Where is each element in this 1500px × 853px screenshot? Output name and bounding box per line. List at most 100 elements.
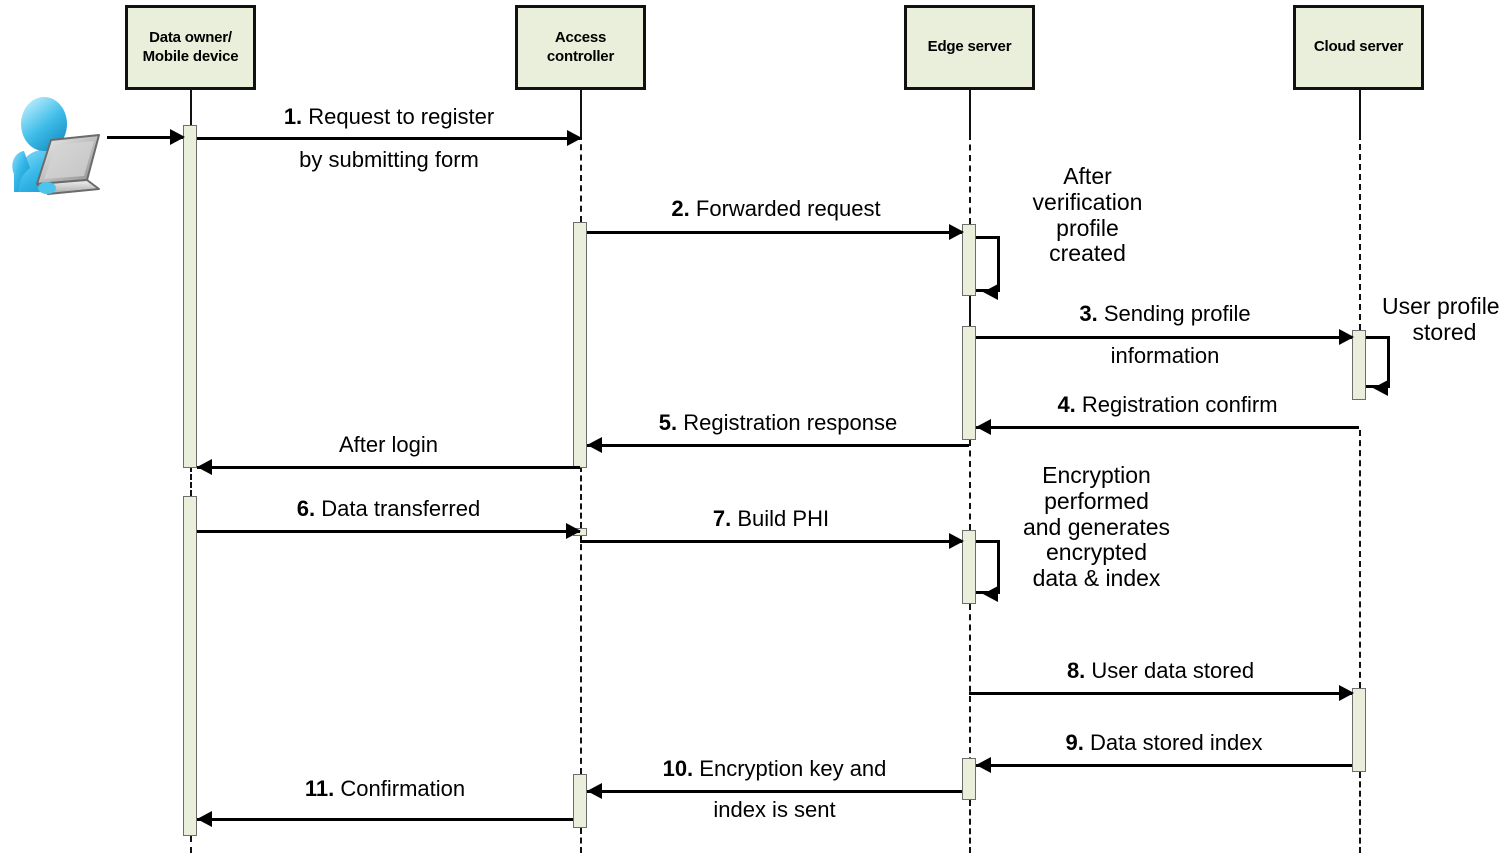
arrowhead-left: [983, 586, 998, 602]
lifeline-data-owner-gap: [190, 466, 192, 496]
message-10-line: [587, 790, 962, 793]
activation-edge-server-4: [962, 758, 976, 800]
lifeline-edge-server-seg2: [969, 296, 971, 326]
message-2-label: 2. Forwarded request: [590, 196, 962, 223]
message-1-label-line2: by submitting form: [299, 147, 479, 172]
note-line: verification: [1032, 188, 1143, 215]
message-5-text: Registration response: [683, 410, 898, 435]
message-8-line: [969, 692, 1352, 695]
message-10-label: 10. Encryption key and: [587, 756, 962, 783]
lifeline-cloud-server-head: [1359, 90, 1361, 134]
participant-label-line1: Edge server: [927, 38, 1012, 56]
arrowhead-right: [949, 224, 964, 240]
message-7-line: [580, 540, 962, 543]
lifeline-data-owner-tail: [190, 836, 192, 853]
arrowhead-left: [976, 757, 991, 773]
participant-box-cloud-server[interactable]: Cloud server: [1293, 5, 1424, 90]
message-2-text: Forwarded request: [695, 196, 881, 221]
message-7-label: 7. Build PHI: [580, 506, 962, 533]
lifeline-edge-server-seg1: [969, 134, 971, 224]
activation-access-controller-1: [573, 222, 587, 468]
note-line: User profile: [1382, 293, 1500, 319]
message-3-label-line2: information: [1110, 343, 1220, 368]
note-encryption: Encryption performed and generates encry…: [1000, 462, 1193, 592]
lifeline-access-controller-seg1: [580, 134, 582, 222]
lifeline-cloud-server-seg2: [1359, 430, 1361, 688]
activation-data-owner-1: [183, 125, 197, 468]
message-2-number: 2.: [671, 196, 690, 221]
note-line: Encryption: [1042, 462, 1151, 488]
message-11-number: 11.: [304, 776, 335, 801]
message-8-label: 8. User data stored: [969, 658, 1352, 685]
message-1-text: Request to register: [308, 104, 495, 129]
note-line: created: [1049, 240, 1126, 267]
message-4-number: 4.: [1057, 392, 1076, 417]
message-3-line: [976, 336, 1352, 339]
arrowhead-left: [587, 783, 602, 799]
participant-label-line1: Data owner/: [149, 29, 232, 47]
message-after-login-label: After login: [338, 432, 439, 457]
participant-box-data-owner[interactable]: Data owner/ Mobile device: [125, 5, 256, 90]
activation-data-owner-2: [183, 496, 197, 836]
message-9-line: [976, 764, 1352, 767]
activation-edge-server-1: [962, 224, 976, 296]
message-11-label: 11. Confirmation: [197, 776, 573, 803]
note-line: data & index: [1032, 565, 1161, 591]
arrowhead-right: [566, 523, 581, 539]
message-1-label: 1. Request to register: [198, 104, 580, 131]
message-6-label: 6. Data transferred: [197, 496, 580, 523]
activation-cloud-server-2: [1352, 688, 1366, 772]
arrowhead-right: [1339, 329, 1354, 345]
message-actor-to-data-owner: [107, 136, 183, 139]
arrowhead-right: [949, 533, 964, 549]
activation-edge-server-2: [962, 326, 976, 440]
message-4-text: Registration confirm: [1081, 392, 1278, 417]
note-user-profile-stored: User profile stored: [1382, 293, 1500, 346]
arrowhead-left: [197, 459, 212, 475]
arrowhead-left: [197, 811, 212, 827]
lifeline-cloud-server-tail: [1359, 772, 1361, 853]
participant-label-line1: Cloud server: [1313, 38, 1404, 56]
message-4-line: [976, 426, 1359, 429]
lifeline-edge-server-seg3: [969, 440, 971, 530]
participant-label-line2: Mobile device: [142, 47, 239, 65]
message-1-line: [197, 137, 580, 140]
actor-user-laptop-icon: [4, 88, 109, 198]
message-6-text: Data transferred: [321, 496, 481, 521]
message-3-text: Sending profile: [1103, 301, 1251, 326]
lifeline-edge-server-tail: [969, 800, 971, 853]
message-2-line: [587, 231, 962, 234]
message-6-number: 6.: [296, 496, 316, 521]
note-verification: After verification profile created: [1000, 163, 1175, 267]
activation-cloud-server-1: [1352, 330, 1366, 400]
message-11-text: Confirmation: [340, 776, 466, 801]
note-line: stored: [1412, 318, 1477, 345]
note-line: and generates: [1022, 513, 1171, 540]
lifeline-access-controller-tail: [580, 828, 582, 853]
note-line: encrypted: [1045, 539, 1147, 566]
participant-box-edge-server[interactable]: Edge server: [904, 5, 1035, 90]
lifeline-cloud-server-seg1: [1359, 134, 1361, 330]
message-9-number: 9.: [1065, 730, 1084, 755]
arrowhead-left: [983, 284, 998, 300]
message-7-text: Build PHI: [737, 506, 830, 531]
message-10-number: 10.: [662, 756, 694, 781]
message-4-label: 4. Registration confirm: [976, 392, 1359, 419]
arrowhead-left: [587, 437, 602, 453]
participant-label-line2: controller: [546, 47, 615, 65]
message-6-line: [197, 530, 580, 533]
message-3-number: 3.: [1079, 301, 1098, 326]
participant-label-line1: Access: [554, 29, 607, 47]
message-7-number: 7.: [712, 506, 732, 531]
message-11-line: [197, 818, 573, 821]
arrowhead-right: [1339, 685, 1354, 701]
activation-edge-server-3: [962, 530, 976, 604]
arrowhead-left: [1373, 380, 1388, 396]
arrowhead-left: [976, 419, 991, 435]
note-line: profile: [1056, 214, 1119, 241]
message-5-label: 5. Registration response: [587, 410, 969, 437]
message-8-number: 8.: [1066, 658, 1086, 683]
lifeline-access-controller-head: [580, 90, 582, 134]
participant-box-access-controller[interactable]: Access controller: [515, 5, 646, 90]
